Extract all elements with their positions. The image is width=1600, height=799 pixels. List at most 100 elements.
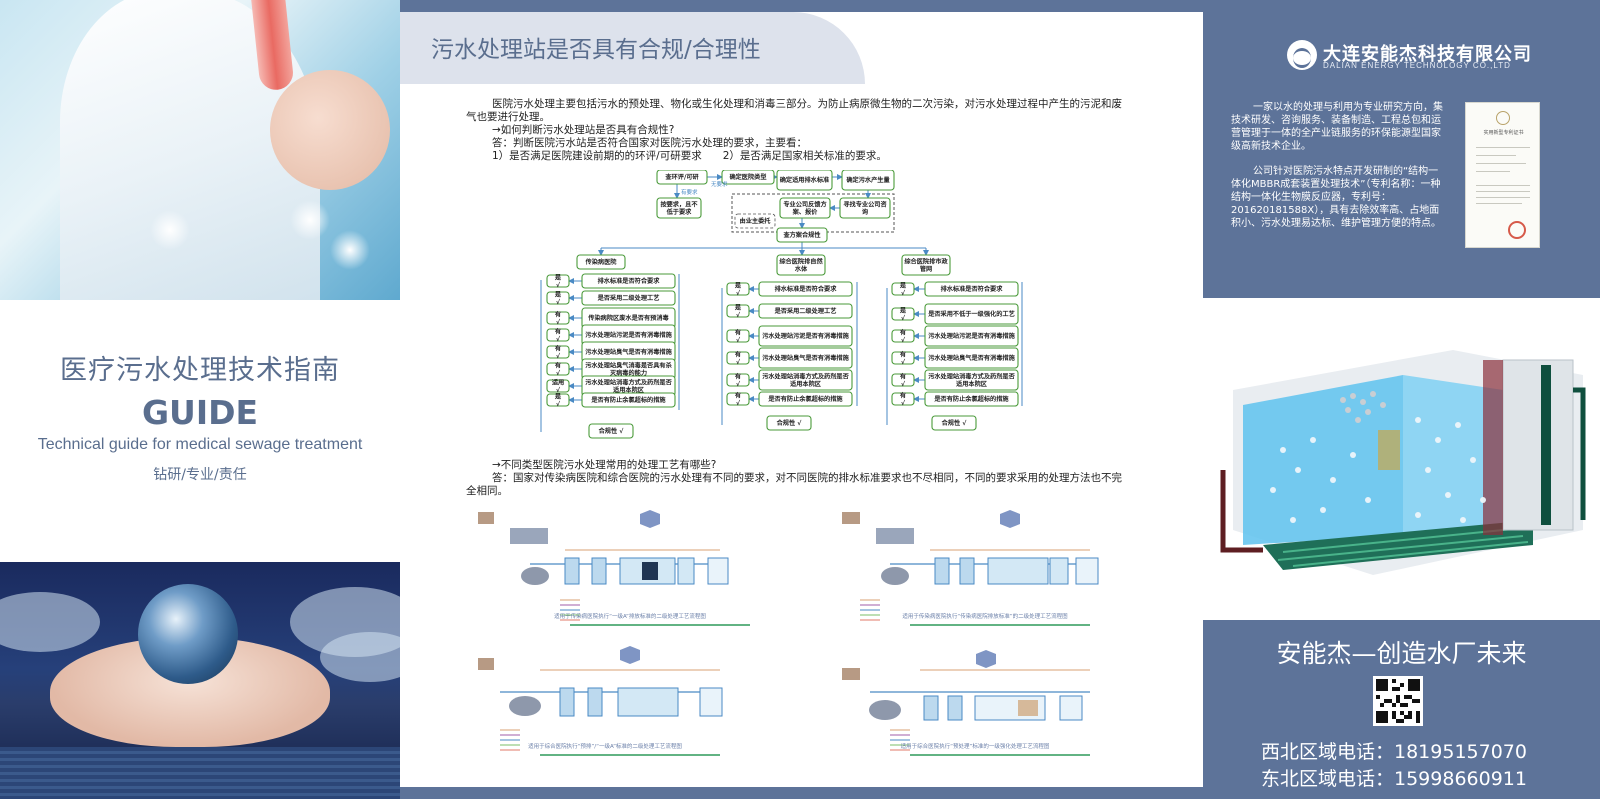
flow-box-text: 有 xyxy=(555,345,561,353)
process-diagram-4-drawing xyxy=(842,650,1090,756)
globe-in-hands-photo xyxy=(0,562,400,799)
flow-top-0: 查环评/可研 xyxy=(656,170,708,185)
flow-box-text: 寻找专业公司咨 xyxy=(843,201,887,209)
col1-item-7: 是否有防止余氯超标的措施 xyxy=(581,392,676,408)
flow-box-text: 是否采用不低于一级强化的工艺 xyxy=(927,310,1015,318)
flow-box-text: 是 xyxy=(734,282,742,290)
mbbr-equipment-illustration xyxy=(1220,350,1586,575)
flow-box-text: 污水处理站臭气是否有消毒措施 xyxy=(585,348,672,356)
company-name-en: DALIAN ENERGY TECHNOLOGY CO.,LTD xyxy=(1323,61,1511,70)
flow-box-text: 管网 xyxy=(920,265,932,273)
flow-box-text: 传染病医院 xyxy=(585,258,618,266)
flow-box-text: 询 xyxy=(862,208,868,216)
company-description-1: 一家以水的处理与利用为专业研究方向，集技术研发、咨询服务、装备制造、工程总包和运… xyxy=(1231,102,1443,152)
flow-box-text: √ xyxy=(901,337,906,344)
flow-box-text: 排水标准是否符合要求 xyxy=(941,285,1004,293)
guide-subtitle: Technical guide for medical sewage treat… xyxy=(37,436,363,453)
flow-box-text: √ xyxy=(736,381,741,388)
col3-item-3: 污水处理站臭气是否有消毒措施 xyxy=(924,347,1019,369)
right-panel: 大连安能杰科技有限公司 DALIAN ENERGY TECHNOLOGY CO.… xyxy=(1203,0,1600,799)
col2-item-5: 是否有防止余氯超标的措施 xyxy=(758,391,853,407)
flow-owner-box: 由业主委托 xyxy=(734,213,776,229)
flow-box-text: 污水处理站污泥是否有消毒措施 xyxy=(585,331,672,339)
process-diagram-3: 适用于综合医院执行“预排”/“一级A”标准的二级处理工艺流程图 xyxy=(470,646,760,766)
flow-box-text: 污水处理站消毒方式及药剂是否 xyxy=(928,373,1015,381)
red-seal-icon xyxy=(1508,221,1526,239)
question-2: →不同类型医院污水处理常用的处理工艺有哪些? xyxy=(492,459,717,471)
flow-result-3: 合规性 √ xyxy=(931,415,977,431)
flow-box-text: 是 xyxy=(899,282,907,290)
col2-tag-0: 是 √ xyxy=(726,282,750,297)
flow-box-text: 有 xyxy=(555,362,561,370)
flow-box-text: 污水处理站消毒方式及药剂是否 xyxy=(762,373,849,381)
col3-tag-4: 有 √ xyxy=(891,373,915,388)
flow-result-1: 合规性 √ xyxy=(588,423,634,439)
flow-box-text: 污水处理站臭气是否有消毒措施 xyxy=(762,354,849,362)
answer-1-items: 1）是否满足医院建设前期的的环评/可研要求 2）是否满足国家相关标准的要求。 xyxy=(492,150,887,162)
col2-tag-1: 是 √ xyxy=(726,304,750,319)
flow-box-text: 是 xyxy=(734,304,742,312)
flow-box-text: 案、报价 xyxy=(792,208,819,216)
qr-code-icon xyxy=(1373,676,1423,726)
col2-item-3: 污水处理站臭气是否有消毒措施 xyxy=(758,347,853,369)
col3-item-2: 污水处理站污泥是否有消毒措施 xyxy=(924,325,1019,347)
flow-top-3: 确定污水产生量 xyxy=(841,170,895,191)
flow-box-text: √ xyxy=(556,387,561,394)
flow-box-text: 合规性 √ xyxy=(777,419,803,427)
flow-box-text: 有 xyxy=(555,311,561,319)
flow-box-text: √ xyxy=(556,319,561,326)
col3-item-1: 是否采用不低于一级强化的工艺 xyxy=(924,303,1019,325)
col2-tag-3: 有 √ xyxy=(726,351,750,366)
flow-box-text: 是 xyxy=(554,393,562,401)
company-logo-icon xyxy=(1287,40,1317,70)
flow-box-text: 查环评/可研 xyxy=(664,173,699,181)
flow-box-text: 是否有防止余氯超标的措施 xyxy=(767,395,843,403)
col1-item-0: 排水标准是否符合要求 xyxy=(581,273,676,289)
process-diagram-2: 适用于传染病医院执行“传染病医院排放标准”的二级处理工艺流程图 xyxy=(840,506,1130,636)
flow-box-text: 查方案合规性 xyxy=(782,231,821,239)
flow-box-text: 是否采用二级处理工艺 xyxy=(597,294,660,302)
col2-item-1: 是否采用二级处理工艺 xyxy=(758,303,853,319)
flow-box-text: 适用本院区 xyxy=(790,380,822,388)
company-description-2: 公司针对医院污水特点开发研制的“结构一体化MBBR成套装置处理技术”（专利名称：… xyxy=(1231,166,1441,229)
process-diagram-2-drawing xyxy=(842,510,1099,626)
flow-box-text: √ xyxy=(556,353,561,360)
flow-top-1: 确定医院类型 xyxy=(721,170,775,185)
flow-box-text: √ xyxy=(901,359,906,366)
flow-check-box: 查方案合规性 xyxy=(776,227,828,243)
flow-box-text: √ xyxy=(736,400,741,407)
phone-northeast: 东北区域电话：15998660911 xyxy=(1261,768,1527,790)
question-1: →如何判断污水处理站是否具有合规性? xyxy=(492,124,675,136)
center-panel: 污水处理站是否具有合规/合理性 医院污水处理主要包括污水的预处理、物化或生化处理… xyxy=(400,0,1203,799)
slogan: 安能杰—创造水厂未来 xyxy=(1276,639,1527,668)
flow-box-text: 合规性 √ xyxy=(599,427,625,435)
top-bar xyxy=(400,0,1203,12)
flow-box-text: 综合医院排市政 xyxy=(904,258,948,266)
certificate-title: 实用新型专利证书 xyxy=(1483,130,1524,136)
intro-paragraph: 医院污水处理主要包括污水的预处理、物化或生化处理和消毒三部分。为防止病原微生物的… xyxy=(466,98,1122,123)
flow-box-text: 有 xyxy=(735,373,741,381)
col2-item-0: 排水标准是否符合要求 xyxy=(758,281,853,297)
flow-box-text: 是否有防止余氯超标的措施 xyxy=(933,395,1009,403)
flow-box-text: 污水处理站臭气消毒是否具有杀 xyxy=(585,362,672,370)
flow-box-text: 低于要求 xyxy=(666,208,693,216)
flow-box-text: 有 xyxy=(735,392,741,400)
process-diagram-1-drawing xyxy=(478,510,750,626)
col2-tag-4: 有 √ xyxy=(726,373,750,388)
process-caption-1: 适用于传染病医院执行“一级A”排放标准的二级处理工艺流程图 xyxy=(554,614,706,620)
col1-tag-4: 有 √ xyxy=(546,345,570,360)
guide-word: GUIDE xyxy=(141,393,259,432)
flow-box-text: √ xyxy=(901,381,906,388)
flow-box-text: 适用本院区 xyxy=(956,380,988,388)
bottom-bar xyxy=(400,787,1203,799)
phone-northwest: 西北区域电话：18195157070 xyxy=(1261,741,1527,763)
left-panel: 医疗污水处理技术指南 GUIDE Technical guide for med… xyxy=(0,0,400,799)
col2-tag-2: 有 √ xyxy=(726,329,750,344)
col3-tag-2: 有 √ xyxy=(891,329,915,344)
